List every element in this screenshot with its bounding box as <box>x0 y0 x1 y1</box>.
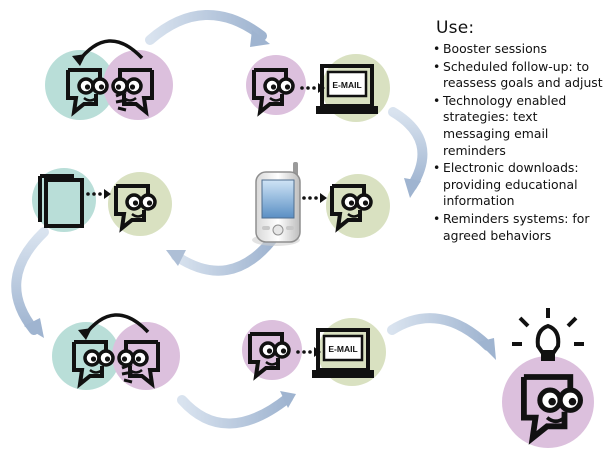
idea-group <box>502 308 594 448</box>
use-panel: Use: Booster sessions Scheduled follow-u… <box>432 18 608 245</box>
lightbulb-icon <box>512 308 584 361</box>
document-group-middle <box>32 168 172 236</box>
use-item: Scheduled follow-up: to reassess goals a… <box>432 59 608 92</box>
email-label: E-MAIL <box>332 80 361 90</box>
flow-arrow-middle-back <box>166 235 277 276</box>
email-group-bottom: E-MAIL <box>242 318 386 386</box>
conversation-group-top <box>45 39 173 120</box>
flow-arrow-top <box>145 10 270 47</box>
email-label: E-MAIL <box>328 344 357 354</box>
arrow-icon <box>302 193 327 203</box>
email-monitor-icon: E-MAIL <box>316 64 378 114</box>
flow-arrow-right-down <box>388 107 428 198</box>
email-group-top: E-MAIL <box>246 54 390 122</box>
use-list: Booster sessions Scheduled follow-up: to… <box>432 41 608 244</box>
document-icon <box>38 174 84 228</box>
use-item: Technology enabled strategies: text mess… <box>432 93 608 159</box>
flow-arrow-to-idea <box>387 313 496 360</box>
mobile-phone-icon <box>252 162 301 246</box>
email-monitor-icon: E-MAIL <box>312 328 374 378</box>
use-item: Reminders systems: for agreed behaviors <box>432 211 608 244</box>
conversation-group-bottom <box>52 313 180 390</box>
flow-arrow-bottom <box>177 391 296 429</box>
flow-arrow-left-down <box>11 227 49 338</box>
use-item: Booster sessions <box>432 41 608 58</box>
use-item: Electronic downloads: providing educatio… <box>432 160 608 210</box>
mobile-group-middle <box>252 162 390 246</box>
use-heading: Use: <box>436 18 475 38</box>
